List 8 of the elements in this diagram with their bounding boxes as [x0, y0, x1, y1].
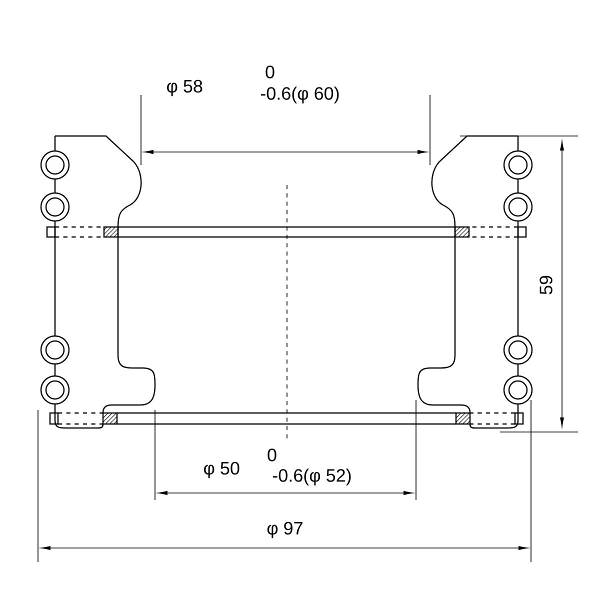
dimension-text: φ 50 — [204, 462, 240, 478]
dimension-text: 59 — [540, 276, 552, 294]
dimension-text: 0 — [268, 448, 276, 462]
dimension-text: 0 — [266, 66, 274, 78]
dimension-text: φ 58 — [167, 80, 202, 96]
dimension-text: -0.6(φ 52) — [272, 468, 351, 486]
dimension-text: -0.6(φ 60) — [260, 86, 339, 104]
dimension-text: φ 97 — [267, 522, 302, 538]
